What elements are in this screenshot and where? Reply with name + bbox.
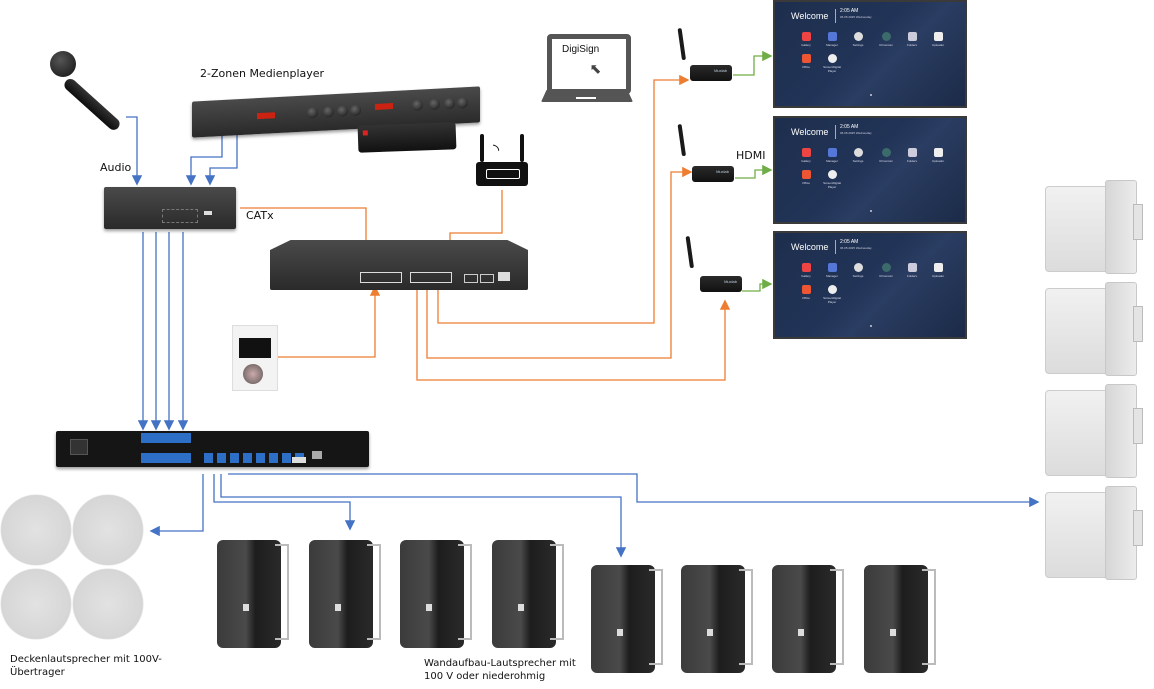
wire-mic-to-matrix	[126, 116, 143, 186]
laptop-trackpad	[576, 97, 596, 99]
black-wall-speaker	[772, 565, 844, 673]
laptop-base	[541, 90, 633, 102]
wire-amp-to-wall-white	[228, 473, 1040, 508]
black-wall-speaker	[864, 565, 936, 673]
wire-box-to-display-2	[735, 164, 773, 179]
wire-switch-to-box-3	[416, 286, 731, 381]
display-led	[257, 112, 275, 120]
wire-box-to-display-1	[733, 50, 773, 76]
microphone	[44, 45, 134, 133]
knob	[337, 105, 348, 117]
black-wall-speaker	[217, 540, 289, 648]
white-wall-speaker	[1045, 282, 1143, 376]
knob	[444, 97, 455, 110]
black-wall-speaker	[492, 540, 564, 648]
media-box-1: Muxlab	[690, 65, 732, 81]
white-wall-speaker	[1045, 180, 1143, 274]
multichannel-amplifier	[56, 431, 369, 467]
wire-player-to-matrix-2	[204, 135, 238, 186]
wifi-router-icon: ◝	[474, 134, 530, 190]
catx-label: CATx	[246, 209, 274, 222]
media-box-3: Muxlab	[700, 276, 742, 292]
ceiling-speaker	[1, 569, 71, 639]
knob	[307, 106, 318, 119]
laptop-icon: DigiSign ⬆	[547, 34, 631, 94]
audio-label: Audio	[100, 161, 132, 174]
wire-amp-to-ceiling	[149, 474, 204, 537]
media-player-label: 2-Zonen Medienplayer	[200, 67, 325, 80]
ceiling-speaker	[73, 569, 143, 639]
ceiling-speaker	[1, 495, 71, 565]
audio-matrix	[104, 187, 236, 229]
black-wall-speaker	[309, 540, 381, 648]
wire-box-to-display-3	[742, 278, 773, 292]
wire-amp-to-wall-black-1	[213, 474, 356, 531]
knob	[350, 104, 361, 117]
cursor-icon: ⬆	[585, 59, 606, 79]
ceiling-speaker-caption: Deckenlautsprecher mit 100V- Übertrager	[10, 654, 162, 678]
black-wall-speaker	[400, 540, 472, 648]
knob	[457, 97, 468, 109]
knob	[429, 98, 440, 111]
knob	[323, 106, 334, 118]
wifi-icon: ◝	[493, 142, 500, 159]
ceiling-speaker	[73, 495, 143, 565]
wire-switch-to-box-2	[426, 166, 693, 359]
black-wall-speaker	[591, 565, 663, 673]
display-led	[375, 103, 393, 110]
black-wall-speaker	[681, 565, 753, 673]
white-wall-speaker	[1045, 384, 1143, 478]
wall-speaker-caption: Wandaufbau-Lautsprecher mit 100 V oder n…	[424, 658, 576, 682]
digisign-label: DigiSign	[562, 44, 600, 55]
ethernet-switch	[270, 240, 528, 290]
wire-switch-to-box-1	[437, 74, 690, 324]
remote-control	[357, 122, 457, 153]
media-box-2: Muxlab	[692, 166, 734, 182]
wire-panel-to-switch	[272, 285, 381, 358]
white-wall-speaker	[1045, 486, 1143, 580]
wire-amp-to-wall-black-2	[220, 474, 627, 558]
wall-control-panel	[232, 325, 278, 391]
wire-player-to-matrix-1	[185, 135, 223, 186]
hdmi-label: HDMI	[736, 149, 766, 162]
knob	[412, 99, 423, 112]
